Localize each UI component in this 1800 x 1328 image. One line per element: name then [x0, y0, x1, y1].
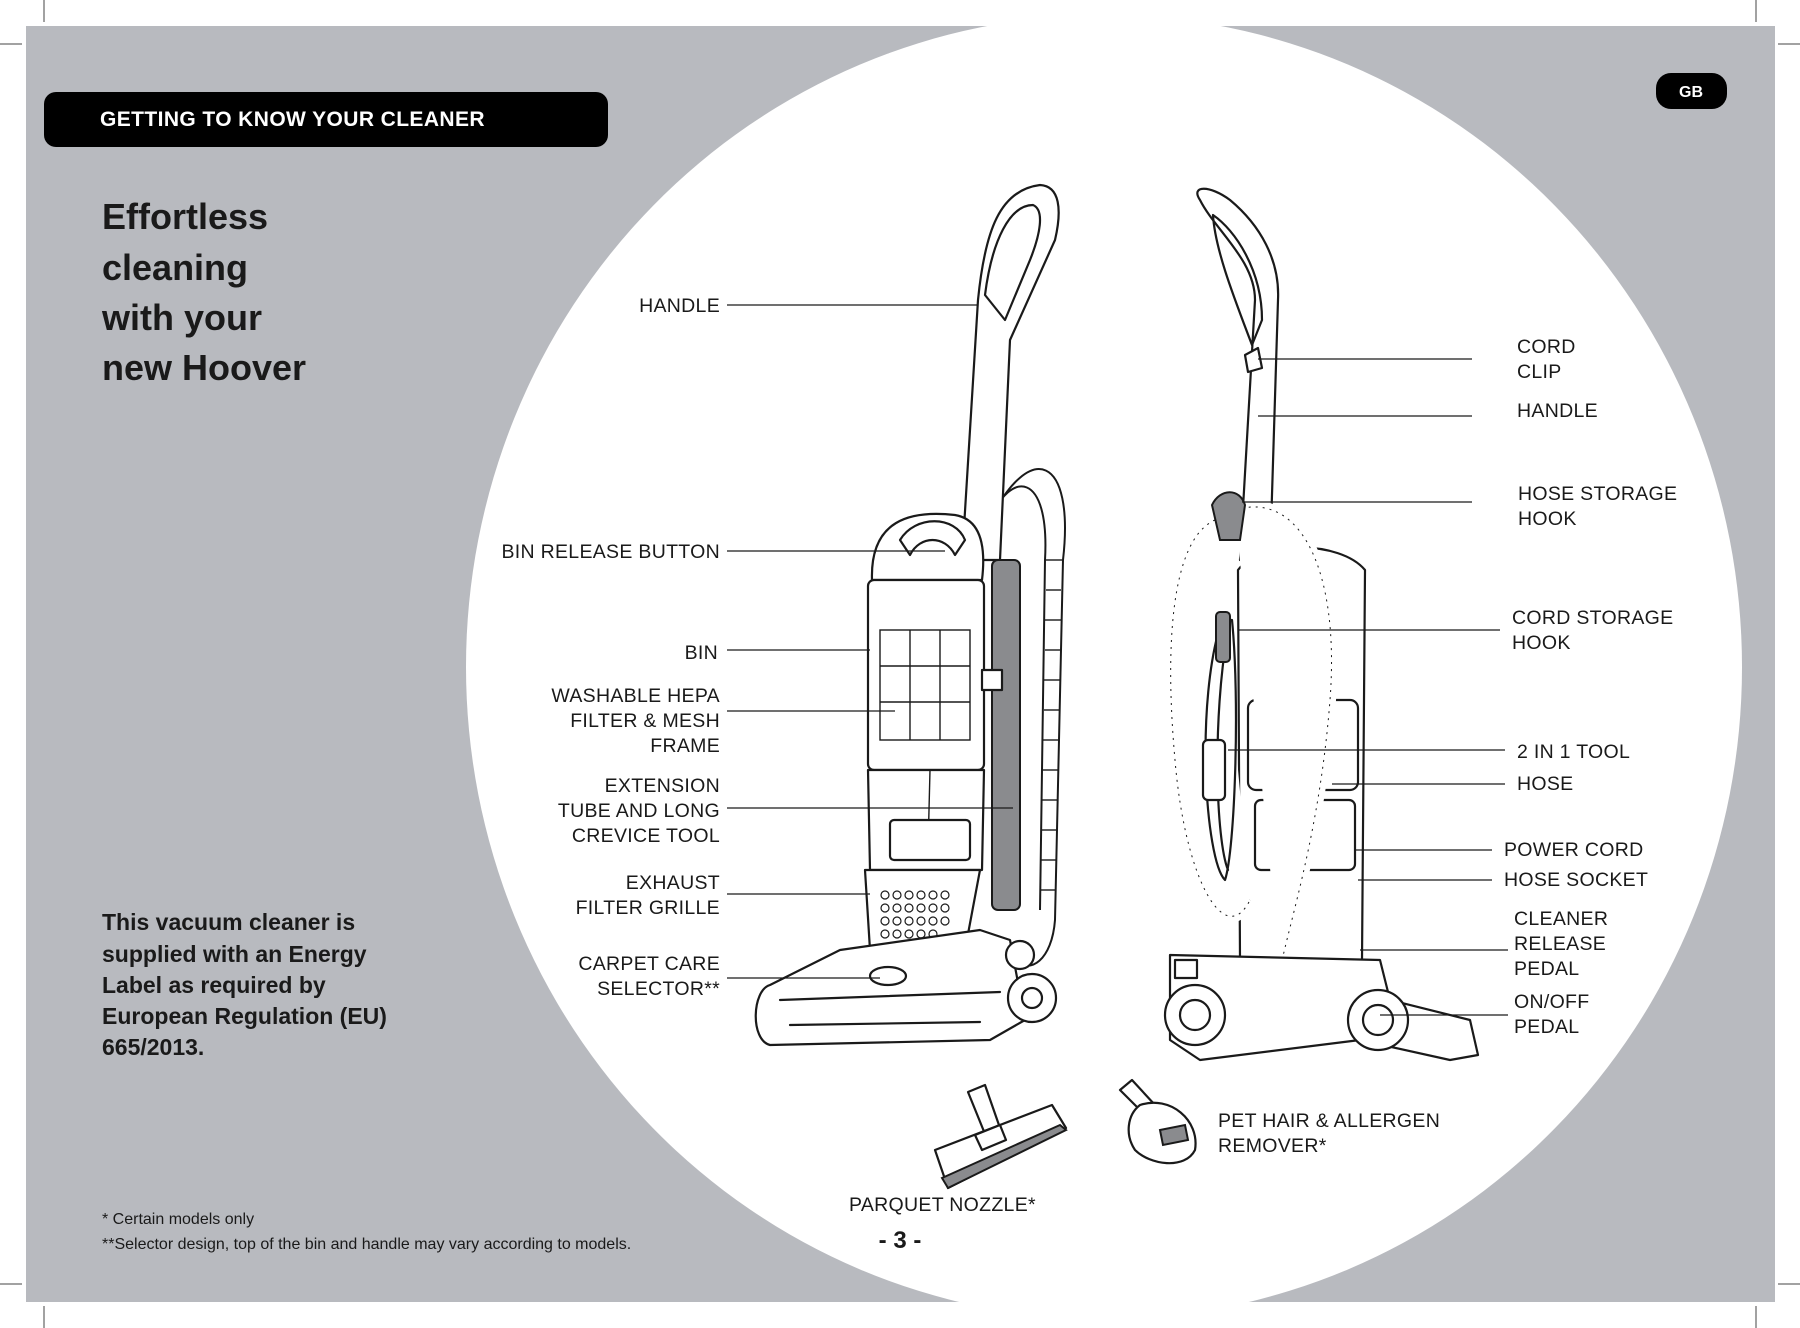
energy-note-line: This vacuum cleaner is — [102, 909, 355, 935]
label-handle-rear: HANDLE — [1517, 400, 1598, 422]
label-cord-clip: CLIP — [1517, 361, 1562, 383]
country-badge — [1656, 73, 1727, 109]
rear-view-vacuum-illustration — [1163, 187, 1480, 1062]
footnote-selector: **Selector design, top of the bin and ha… — [102, 1236, 631, 1253]
country-badge-label: GB — [1679, 84, 1703, 101]
label-cord-storage-hook: HOOK — [1512, 632, 1571, 654]
label-2in1-tool: 2 IN 1 TOOL — [1517, 741, 1630, 763]
accessory-labels: PET HAIR & ALLERGEN REMOVER* PARQUET NOZ… — [849, 1110, 1440, 1216]
label-exhaust-filter-grille: FILTER GRILLE — [576, 897, 720, 919]
footnote-certain-models: * Certain models only — [102, 1211, 254, 1228]
label-onoff-pedal: PEDAL — [1514, 1016, 1579, 1038]
page-number: - 3 - — [879, 1227, 922, 1254]
label-power-cord: POWER CORD — [1504, 839, 1644, 861]
leader-lines — [727, 304, 1508, 1016]
label-hepa-filter: FRAME — [650, 735, 720, 757]
label-handle-front: HANDLE — [639, 295, 720, 317]
parquet-nozzle-illustration — [933, 1083, 1068, 1190]
label-pet-hair-remover: REMOVER* — [1218, 1135, 1327, 1157]
hepa-filter-grid — [879, 629, 971, 741]
label-carpet-care-selector: SELECTOR** — [597, 978, 720, 1000]
label-hose: HOSE — [1517, 773, 1573, 795]
headline: Effortless cleaning with your new Hoover — [101, 196, 306, 388]
white-circle-background — [466, 26, 1742, 1302]
energy-label-note: This vacuum cleaner is supplied with an … — [102, 909, 387, 1060]
energy-note-line: supplied with an Energy — [102, 941, 367, 967]
label-carpet-care-selector: CARPET CARE — [578, 953, 720, 975]
energy-note-line: Label as required by — [102, 972, 326, 998]
label-onoff-pedal: ON/OFF — [1514, 991, 1589, 1013]
front-view-labels: HANDLE BIN RELEASE BUTTON BIN WASHABLE H… — [501, 295, 720, 1000]
label-extension-tube: TUBE AND LONG — [558, 800, 720, 822]
label-extension-tube: EXTENSION — [605, 775, 720, 797]
label-cleaner-release-pedal: CLEANER — [1514, 908, 1608, 930]
section-header-pill — [44, 92, 608, 147]
label-bin-release-button: BIN RELEASE BUTTON — [501, 541, 720, 563]
pet-hair-remover-illustration — [1118, 1078, 1197, 1165]
label-cord-storage-hook: CORD STORAGE — [1512, 607, 1673, 629]
exhaust-grille-holes — [880, 890, 950, 939]
label-cleaner-release-pedal: RELEASE — [1514, 933, 1606, 955]
label-hose-socket: HOSE SOCKET — [1504, 869, 1648, 891]
energy-note-line: European Regulation (EU) — [102, 1003, 387, 1029]
rear-view-labels: CORD CLIP HANDLE HOSE STORAGE HOOK CORD … — [1504, 336, 1677, 1038]
label-pet-hair-remover: PET HAIR & ALLERGEN — [1218, 1110, 1440, 1132]
energy-note-line: 665/2013. — [102, 1034, 204, 1060]
headline-line: new Hoover — [102, 347, 306, 388]
label-cleaner-release-pedal: PEDAL — [1514, 958, 1579, 980]
label-hose-storage-hook: HOSE STORAGE — [1518, 483, 1677, 505]
label-parquet-nozzle: PARQUET NOZZLE* — [849, 1194, 1036, 1216]
label-cord-clip: CORD — [1517, 336, 1576, 358]
label-hepa-filter: FILTER & MESH — [570, 710, 720, 732]
hose-ribs-front — [1041, 559, 1062, 891]
headline-line: with your — [101, 297, 262, 338]
label-extension-tube: CREVICE TOOL — [572, 825, 720, 847]
label-hose-storage-hook: HOOK — [1518, 508, 1577, 530]
label-exhaust-filter-grille: EXHAUST — [626, 872, 720, 894]
headline-line: Effortless — [102, 196, 268, 237]
front-view-vacuum-illustration — [754, 183, 1066, 1047]
label-hepa-filter: WASHABLE HEPA — [551, 685, 720, 707]
section-title: GETTING TO KNOW YOUR CLEANER — [100, 108, 485, 131]
headline-line: cleaning — [102, 247, 248, 288]
label-bin: BIN — [685, 642, 718, 664]
